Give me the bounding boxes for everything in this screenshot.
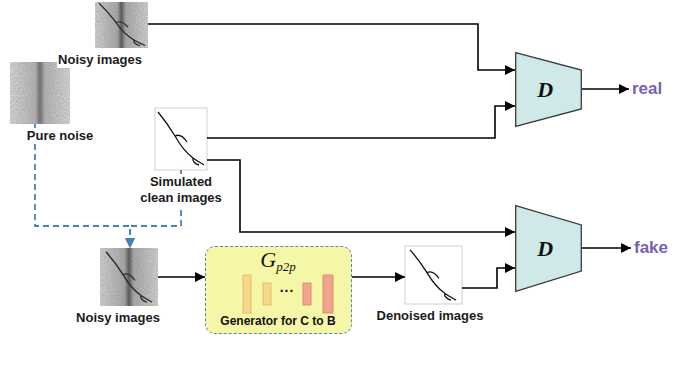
arrow-connector bbox=[148, 24, 515, 70]
image-streak bbox=[158, 112, 204, 165]
noisy-image bbox=[95, 2, 148, 48]
generator-box: Gp2p... Generator for C to B bbox=[205, 246, 352, 334]
generator-symbol: G bbox=[260, 248, 276, 272]
arrow-connector bbox=[582, 88, 629, 90]
image-ground bbox=[155, 108, 207, 170]
arrow-connector bbox=[158, 276, 205, 278]
image-node: Pure noise bbox=[10, 62, 70, 124]
trapezoid-shape bbox=[516, 53, 582, 127]
image-ground bbox=[95, 2, 148, 48]
layer-bar bbox=[263, 283, 271, 305]
image-caption: Simulated clean images bbox=[133, 174, 229, 206]
image-caption: Pure noise bbox=[26, 128, 95, 144]
image-caption: Noisy images bbox=[75, 310, 161, 326]
image-node: Denoised images bbox=[405, 246, 462, 304]
layer-bar bbox=[303, 283, 311, 305]
denoised-image bbox=[405, 246, 462, 304]
output-label: fake bbox=[634, 238, 668, 258]
discriminator-trapezoid: D bbox=[515, 205, 582, 292]
pure-noise-image bbox=[10, 62, 70, 124]
trapezoid-shape bbox=[516, 206, 582, 292]
image-caption: Noisy images bbox=[57, 52, 143, 68]
discriminator-letter: D bbox=[537, 78, 553, 102]
layer-bar bbox=[243, 275, 251, 313]
output-word: fake bbox=[634, 238, 668, 257]
image-grain bbox=[100, 248, 158, 306]
noisy-image bbox=[100, 248, 158, 306]
image-grain bbox=[10, 62, 70, 124]
output-label: real bbox=[632, 79, 662, 99]
discriminator-trapezoid: D bbox=[515, 52, 582, 127]
image-node: Noisy images bbox=[95, 2, 148, 48]
generator-caption: Generator for C to B bbox=[220, 314, 335, 328]
generator-subscript: p2p bbox=[276, 260, 296, 274]
image-grain bbox=[95, 2, 148, 48]
arrow-connector bbox=[582, 247, 631, 249]
image-node: Noisy images bbox=[100, 248, 158, 306]
image-streak bbox=[99, 3, 145, 45]
image-ground bbox=[100, 248, 158, 306]
image-ground bbox=[405, 246, 462, 304]
arrow-connector bbox=[207, 106, 515, 138]
image-streak bbox=[410, 250, 456, 300]
arrow-connector bbox=[207, 160, 515, 232]
image-node: Simulated clean images bbox=[155, 108, 207, 170]
clean-image bbox=[155, 108, 207, 170]
layer-ellipsis: ... bbox=[280, 280, 295, 294]
arrow-connector bbox=[462, 268, 515, 288]
image-caption: Denoised images bbox=[376, 308, 485, 324]
layer-bar bbox=[323, 275, 333, 313]
output-word: real bbox=[632, 79, 662, 98]
image-streak bbox=[106, 252, 152, 302]
arrow-connector bbox=[352, 276, 405, 278]
image-ground bbox=[10, 62, 70, 124]
discriminator-letter: D bbox=[537, 237, 553, 261]
